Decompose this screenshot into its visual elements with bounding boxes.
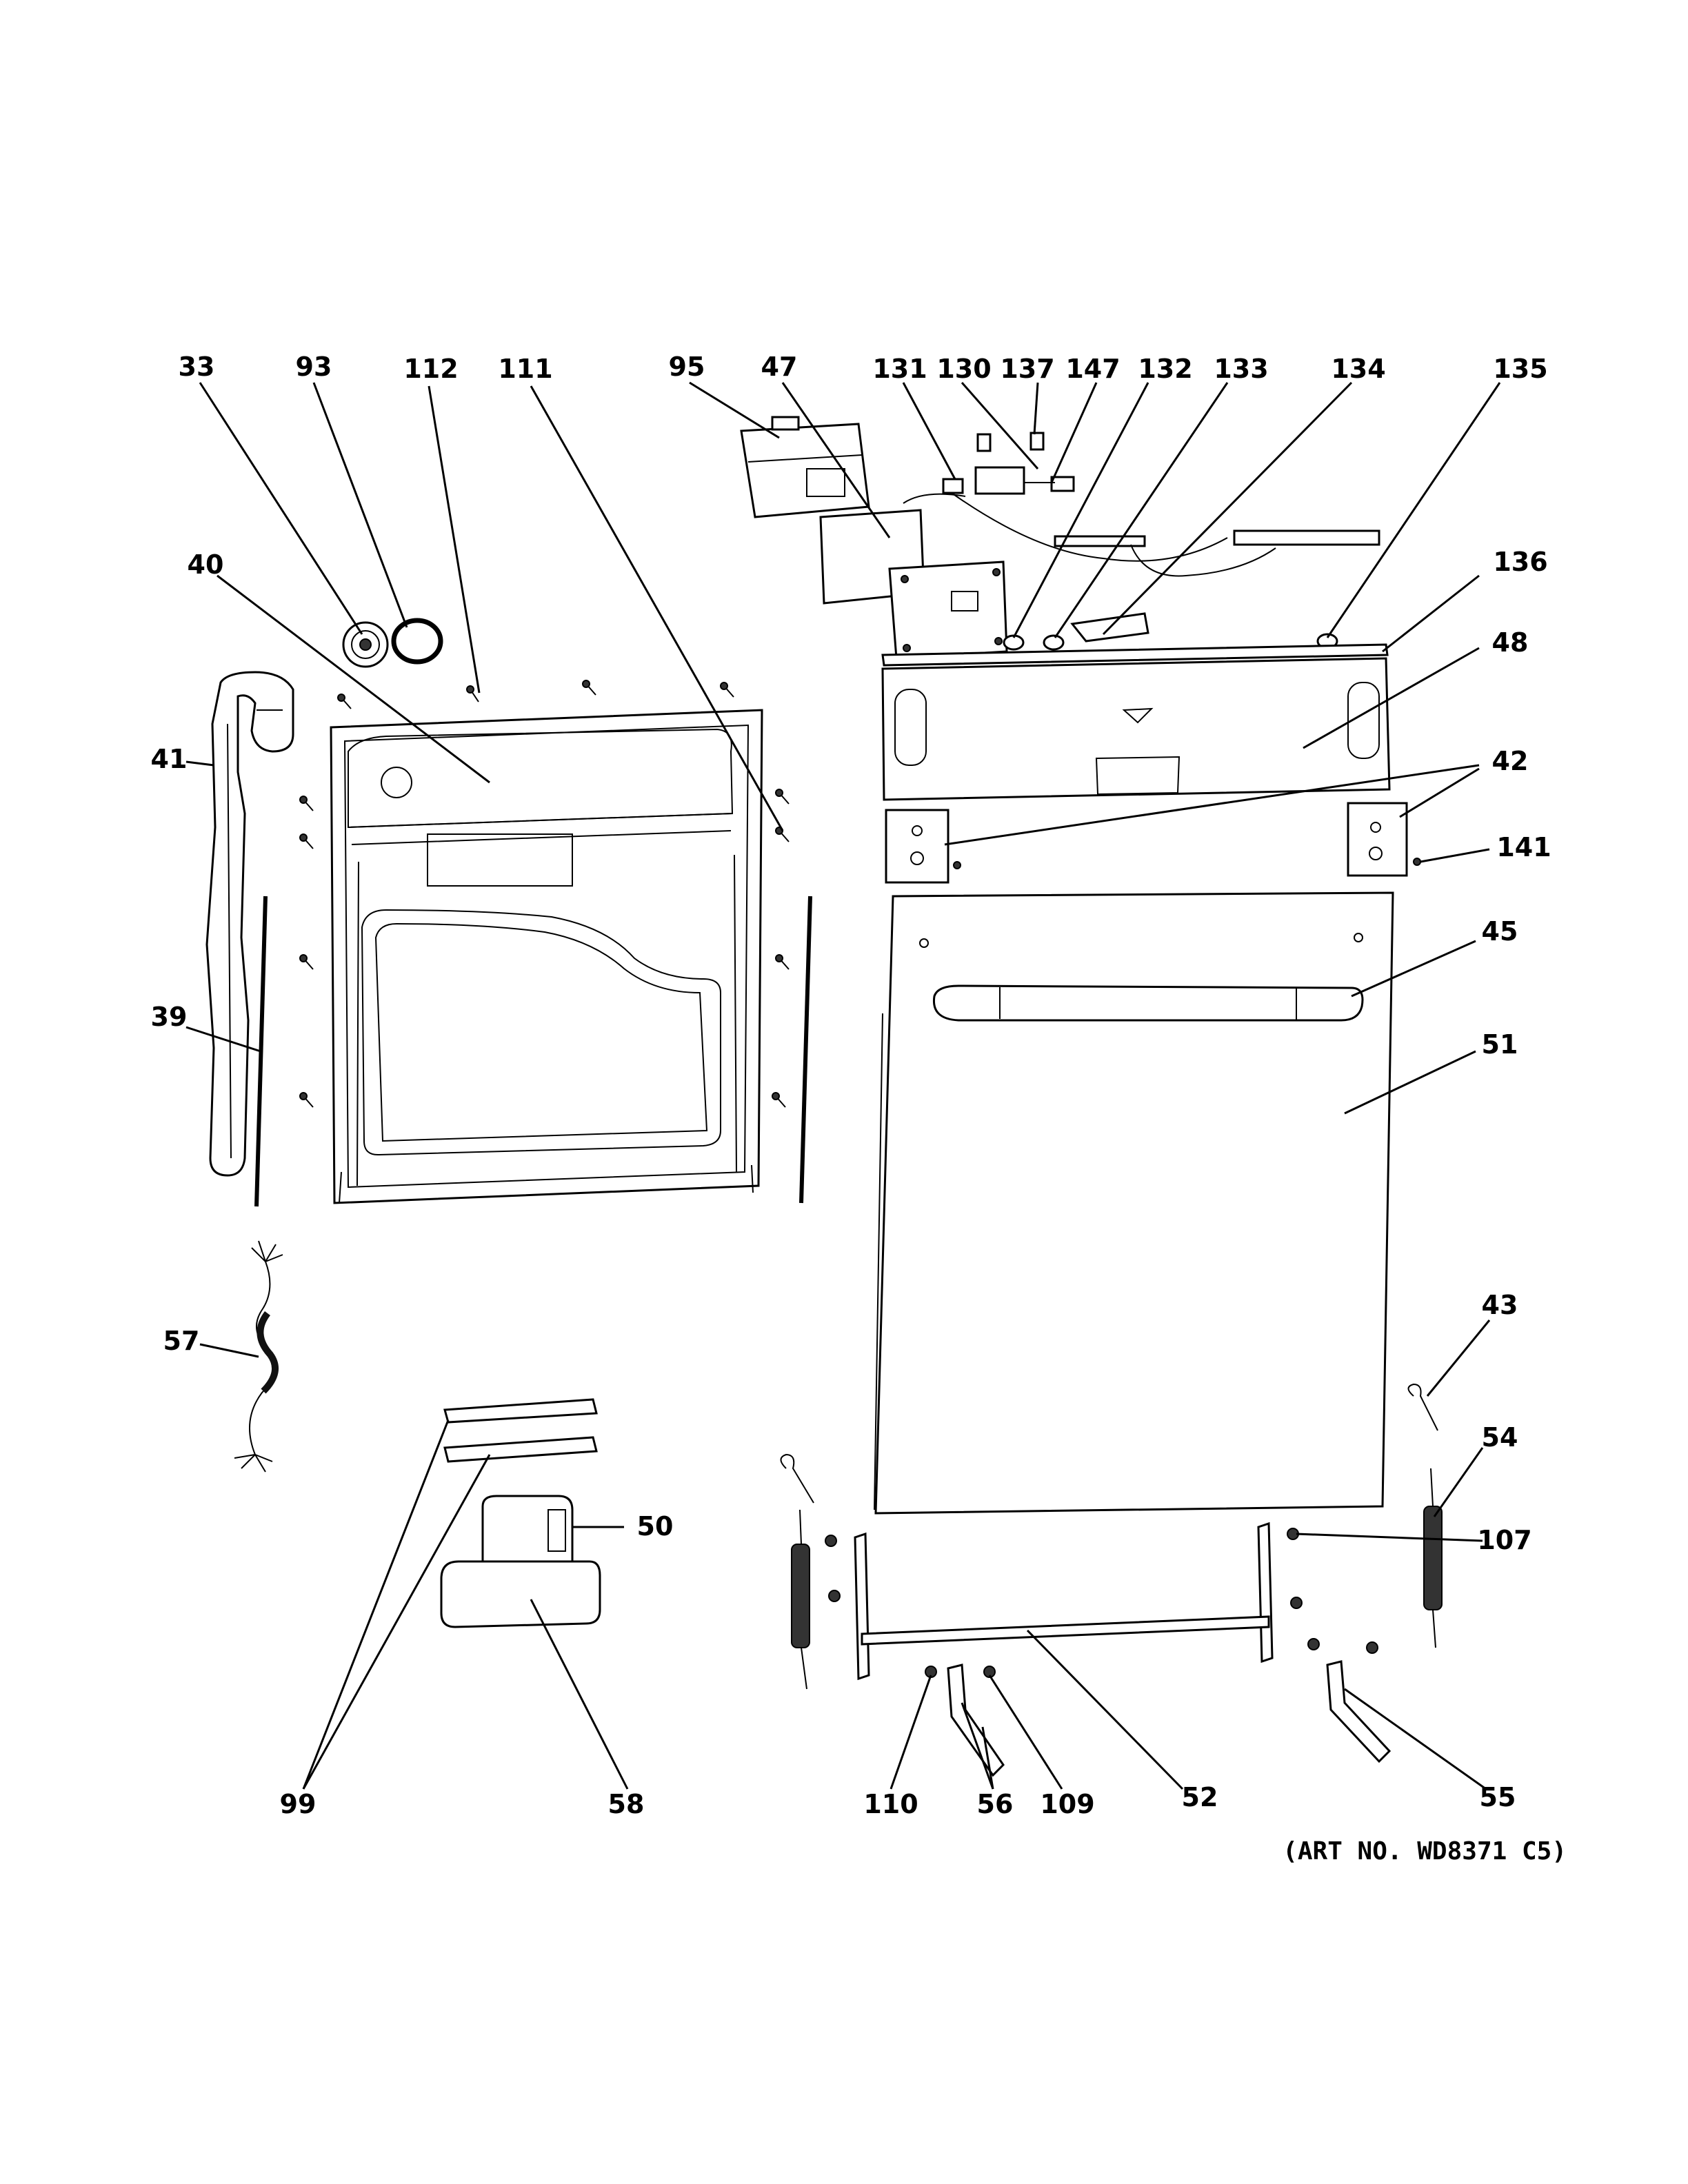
callout-45: 45 [1482, 916, 1518, 947]
callout-135: 135 [1493, 354, 1547, 384]
callout-50: 50 [637, 1511, 674, 1541]
callout-93: 93 [296, 352, 332, 382]
callout-57: 57 [163, 1326, 200, 1356]
part-52-hinge-bar [854, 1521, 1274, 1681]
callout-137: 137 [1000, 354, 1054, 384]
part-hinge-arms [825, 1528, 1391, 1777]
callout-112: 112 [403, 354, 458, 384]
callout-131: 131 [872, 354, 927, 384]
callout-110: 110 [863, 1789, 918, 1819]
part-50-dispenser [481, 1495, 574, 1566]
callout-132: 132 [1138, 354, 1192, 384]
callout-52: 52 [1182, 1782, 1218, 1812]
part-99-trim-strips [443, 1398, 598, 1463]
part-45-door-handle [932, 984, 1364, 1022]
part-43-hooks [780, 1383, 1438, 1504]
part-39-left-strip [254, 896, 268, 1207]
part-switch-assembly [903, 432, 1228, 562]
callout-51: 51 [1482, 1029, 1518, 1060]
callout-130: 130 [936, 354, 991, 384]
callout-41: 41 [151, 744, 188, 774]
callout-54: 54 [1482, 1422, 1518, 1453]
part-93-gasket-ring [391, 618, 443, 665]
callout-147: 147 [1065, 354, 1120, 384]
part-57-wire-harness [234, 1240, 283, 1473]
part-132-led-board [1054, 529, 1380, 577]
callout-43: 43 [1482, 1290, 1518, 1320]
part-95-control-housing [740, 416, 870, 518]
callout-136: 136 [1493, 547, 1547, 577]
callout-40: 40 [188, 549, 224, 580]
callout-42: 42 [1492, 746, 1529, 776]
callout-133: 133 [1214, 354, 1268, 384]
callout-111: 111 [498, 354, 552, 384]
part-47-control-board [819, 509, 1008, 660]
callout-48: 48 [1492, 627, 1529, 658]
leader-lines [185, 381, 1501, 1790]
screws-group [299, 680, 790, 1108]
callout-58: 58 [608, 1789, 645, 1819]
callout-33: 33 [179, 352, 215, 382]
callout-47: 47 [761, 352, 798, 382]
callout-labels: 33 93 112 111 95 47 131 130 137 147 132 … [151, 352, 1567, 1866]
part-51-outer-door [874, 891, 1394, 1515]
part-48-console [881, 657, 1391, 801]
callout-141: 141 [1496, 832, 1551, 862]
callout-55: 55 [1480, 1782, 1516, 1812]
callout-56: 56 [977, 1789, 1014, 1819]
art-number: (ART NO. WD8371 C5) [1283, 1837, 1567, 1866]
part-58-dispenser-cover [440, 1560, 601, 1628]
callout-95: 95 [669, 352, 705, 382]
callout-134: 134 [1331, 354, 1385, 384]
callout-99: 99 [280, 1789, 316, 1819]
part-136-top-strip [881, 643, 1389, 667]
part-40-inner-door [330, 709, 763, 1204]
part-54-springs [791, 1468, 1443, 1690]
part-134-latch [1003, 612, 1338, 651]
part-41-side-trim [205, 671, 294, 1177]
callout-107: 107 [1477, 1525, 1531, 1555]
part-33-vent-cap [342, 621, 389, 668]
callout-109: 109 [1040, 1789, 1094, 1819]
part-right-strip [799, 896, 812, 1204]
callout-39: 39 [151, 1002, 188, 1032]
part-42-brackets [885, 802, 1421, 884]
